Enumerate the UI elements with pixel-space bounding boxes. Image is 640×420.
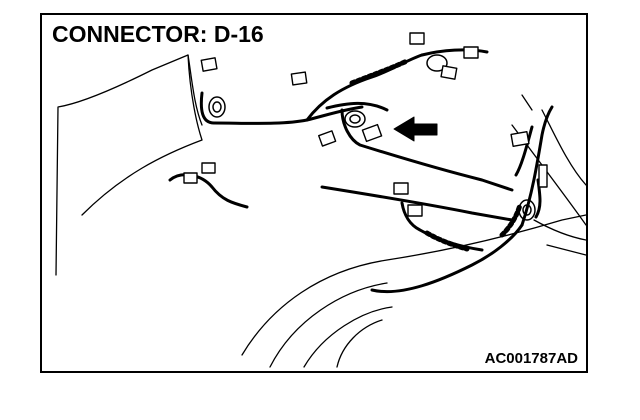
pointer-arrow-icon [393,116,438,142]
diagram-title: CONNECTOR: D-16 [50,21,266,48]
connector-icon [183,32,548,217]
harness-tape [349,58,523,252]
wiring-illustration [55,32,586,368]
wiring-harness [168,48,554,294]
figure-code: AC001787AD [482,350,580,367]
vehicle-body-outline [55,54,586,368]
grommet [208,54,536,221]
diagram-frame: CONNECTOR: D-16 [40,13,588,373]
